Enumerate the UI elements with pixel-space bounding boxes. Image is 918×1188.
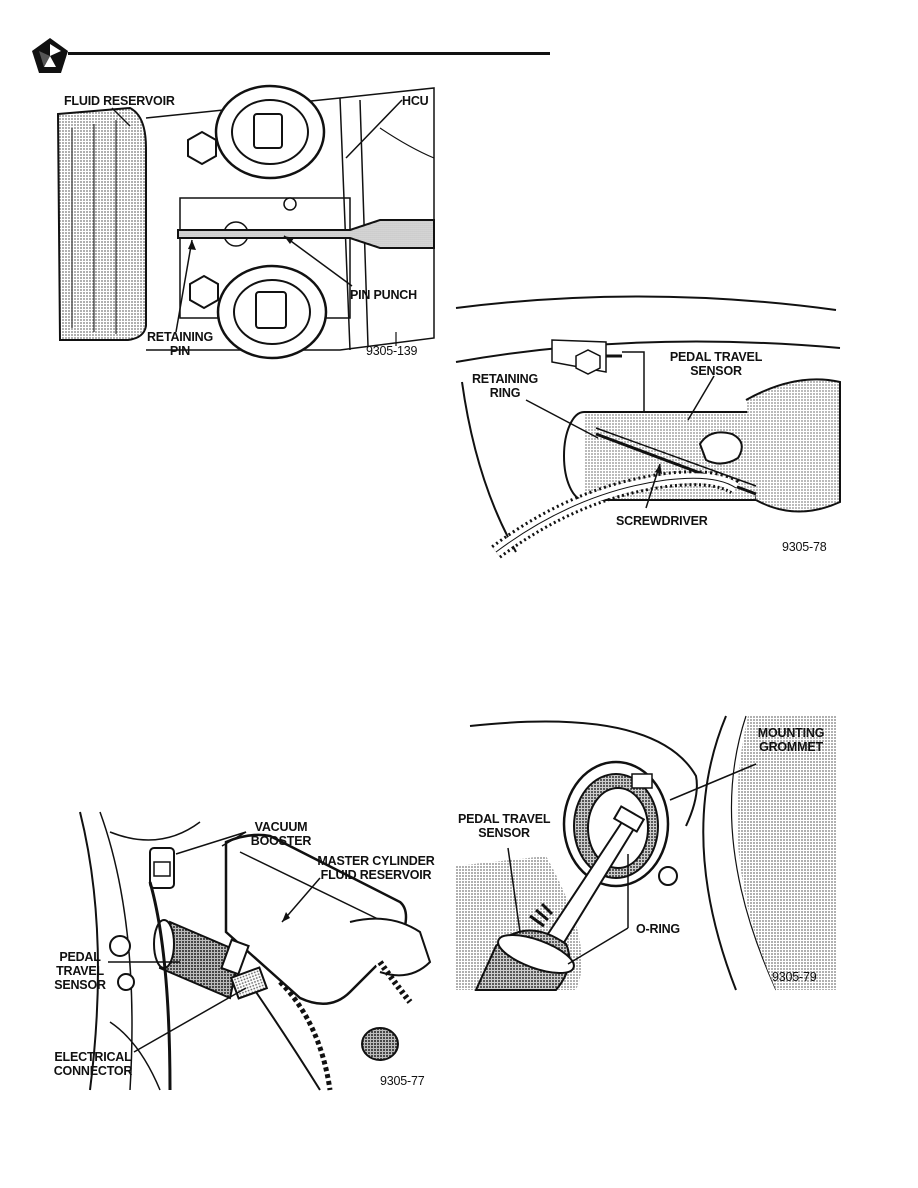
label-pedal-travel-sensor: PEDAL TRAVEL SENSOR (50, 950, 110, 992)
leader-mounting-grommet (669, 763, 757, 801)
label-electrical-connector-line1: ELECTRICAL (54, 1050, 132, 1064)
label-retaining-ring-line2: RING (489, 386, 521, 400)
label-vacuum-booster: VACUUM BOOSTER (246, 820, 316, 848)
label-vacuum-booster-line1: VACUUM (254, 820, 308, 834)
leader-pin-punch (283, 235, 353, 287)
figure-vacuum-booster-master-cylinder: VACUUM BOOSTER MASTER CYLINDER FLUID RES… (50, 811, 440, 1091)
figure-hcu-pin-punch: FLUID RESERVOIR HCU PIN PUNCH RETAINING … (50, 84, 450, 368)
label-pedal-travel-sensor-line2: SENSOR (690, 364, 742, 378)
label-master-cylinder-fluid-reservoir: MASTER CYLINDER FLUID RESERVOIR (314, 854, 438, 882)
label-pedal-travel-sensor-line2: SENSOR (478, 826, 530, 840)
figure-mounting-grommet-o-ring: MOUNTING GROMMET PEDAL TRAVEL SENSOR O-R… (456, 715, 836, 991)
figure-code: 9305-77 (380, 1074, 425, 1088)
figure-pedal-travel-sensor-screwdriver: RETAINING RING PEDAL TRAVEL SENSOR SCREW… (455, 282, 841, 562)
label-pedal-travel-sensor: PEDAL TRAVEL SENSOR (458, 812, 550, 840)
label-mounting-grommet-line1: MOUNTING (757, 726, 825, 740)
label-mounting-grommet-line2: GROMMET (759, 740, 823, 754)
label-retaining-pin-line2: PIN (169, 344, 191, 358)
label-vacuum-booster-line2: BOOSTER (250, 834, 312, 848)
label-master-cylinder-line2: FLUID RESERVOIR (320, 868, 432, 882)
figure-screwdriver-illustration (455, 295, 841, 559)
figure-code: 9305-79 (772, 970, 817, 984)
label-pedal-travel-sensor-line1: PEDAL TRAVEL (458, 812, 551, 826)
label-retaining-ring-line1: RETAINING (471, 372, 539, 386)
label-retaining-pin-line1: RETAINING (146, 330, 214, 344)
leader-retaining-pin (175, 239, 193, 333)
figure-booster-illustration (79, 811, 432, 1091)
leader-retaining-ring (525, 399, 599, 439)
label-pedal-travel-sensor-line1: PEDAL TRAVEL (669, 350, 763, 364)
header-rule (68, 52, 550, 55)
label-electrical-connector-line2: CONNECTOR (53, 1064, 133, 1078)
leader-hcu (345, 99, 403, 159)
label-pedal-travel-line2: TRAVEL (56, 964, 104, 978)
leader-pedal-travel-sensor (687, 375, 715, 421)
figure-code: 9305-78 (782, 540, 827, 554)
leader-master-cylinder (281, 877, 321, 923)
leader-pedal-travel-sensor (507, 847, 521, 933)
label-pin-punch: PIN PUNCH (350, 288, 417, 302)
leader-fluid-reservoir (111, 107, 131, 127)
label-screwdriver: SCREWDRIVER (616, 514, 708, 528)
leader-electrical-connector (133, 987, 247, 1053)
label-mounting-grommet: MOUNTING GROMMET (752, 726, 830, 754)
label-pedal-travel-line3: SENSOR (54, 978, 106, 992)
pentastar-logo-icon (30, 36, 70, 76)
figure-code: 9305-139 (366, 344, 418, 358)
leader-vacuum-booster-a (175, 831, 247, 855)
label-o-ring: O-RING (636, 922, 680, 936)
label-retaining-pin: RETAINING PIN (142, 330, 218, 358)
label-hcu: HCU (402, 94, 429, 108)
figure-hcu-illustration (56, 84, 435, 360)
label-pedal-travel-line1: PEDAL (59, 950, 101, 964)
label-pedal-travel-sensor: PEDAL TRAVEL SENSOR (666, 350, 766, 378)
label-retaining-ring: RETAINING RING (462, 372, 548, 400)
label-master-cylinder-line1: MASTER CYLINDER (317, 854, 435, 868)
figure-grommet-illustration (456, 715, 836, 991)
leader-vacuum-booster-b (221, 831, 247, 847)
label-electrical-connector: ELECTRICAL CONNECTOR (50, 1050, 136, 1078)
leader-o-ring-b (567, 927, 629, 965)
label-fluid-reservoir: FLUID RESERVOIR (64, 94, 175, 108)
